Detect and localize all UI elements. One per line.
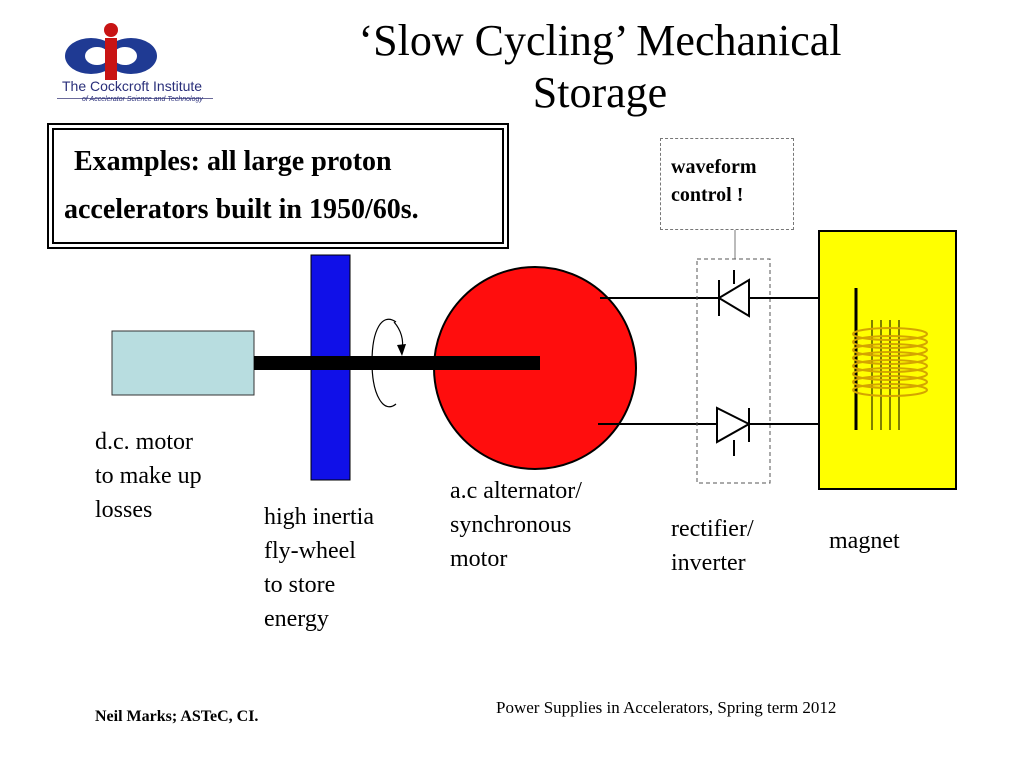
flywheel-label-line: high inertia <box>264 504 374 530</box>
diode-bottom-icon <box>716 406 752 456</box>
flywheel-label-line: energy <box>264 606 329 632</box>
magnet <box>818 230 957 490</box>
dc-motor-label: d.c. motor to make up losses <box>95 425 202 527</box>
shaft <box>254 356 540 370</box>
waveform-line-1: waveform <box>671 156 757 178</box>
flywheel-label-line: fly-wheel <box>264 538 356 564</box>
alternator-label-line: synchronous <box>450 512 572 538</box>
alternator-label: a.c alternator/ synchronous motor <box>450 474 582 576</box>
rectifier-label: rectifier/ inverter <box>671 512 754 580</box>
flywheel <box>310 254 351 481</box>
rotation-arrow-icon <box>371 318 406 408</box>
footer-course: Power Supplies in Accelerators, Spring t… <box>496 698 837 717</box>
waveform-line-2: control ! <box>671 184 744 206</box>
slide-title: ‘Slow Cycling’ Mechanical Storage <box>358 16 842 117</box>
coil-icon <box>852 288 928 430</box>
footer-author: Neil Marks; ASTeC, CI. <box>95 708 259 725</box>
examples-box: Examples: all large proton accelerators … <box>47 123 509 249</box>
dc-motor-label-line: losses <box>95 497 153 523</box>
flywheel-label-line: to store <box>264 572 336 598</box>
rectifier-label-line: inverter <box>671 550 746 576</box>
magnet-label: magnet <box>829 524 900 558</box>
logo-subtitle: of Accelerator Science and Technology <box>82 96 203 103</box>
alternator-label-line: a.c alternator/ <box>450 478 582 504</box>
magnet-label-line: magnet <box>829 528 900 554</box>
alternator <box>433 266 637 470</box>
logo-stem <box>105 38 117 80</box>
examples-line-2: accelerators built in 1950/60s. <box>64 194 419 225</box>
dc-motor-label-line: d.c. motor <box>95 429 193 455</box>
cockcroft-logo <box>55 20 215 110</box>
examples-inner-border: Examples: all large proton accelerators … <box>52 128 504 244</box>
logo-dot <box>104 23 118 37</box>
rectifier-label-line: rectifier/ <box>671 516 754 542</box>
logo-name: The Cockcroft Institute <box>62 78 203 94</box>
diode-top-icon <box>717 270 750 318</box>
waveform-control-box: waveform control ! <box>660 138 794 230</box>
flywheel-label: high inertia fly-wheel to store energy <box>264 500 374 636</box>
dc-motor-label-line: to make up <box>95 463 202 489</box>
rectifier-box <box>696 258 771 484</box>
dc-motor <box>111 330 255 396</box>
alternator-label-line: motor <box>450 546 508 572</box>
examples-line-1: Examples: all large proton <box>74 146 392 177</box>
